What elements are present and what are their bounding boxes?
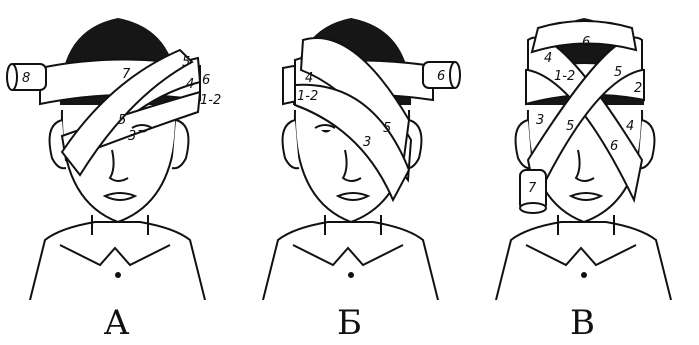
turn-number: 5 — [383, 121, 391, 136]
turn-number: 5 — [614, 65, 622, 80]
turn-number: 5 — [118, 113, 126, 128]
panel-label: А — [0, 303, 233, 343]
turn-number: 1-2 — [554, 69, 575, 84]
turn-number: 4 — [544, 51, 552, 66]
turn-number: 4 — [186, 77, 194, 92]
panel-label: В — [466, 303, 699, 343]
turn-number: 4 — [305, 71, 313, 86]
turn-number: 3 — [536, 113, 544, 128]
turn-number: 4 — [626, 119, 634, 134]
panel-c: 6 4 1-2 5 2 3 5 6 4 7 В — [466, 0, 699, 345]
panel-a: 8 7 5 4 6 1-2 5 3 А — [0, 0, 233, 345]
turn-number: 5 — [566, 119, 574, 134]
turn-number: 6 — [202, 73, 210, 88]
turn-number: 6 — [582, 35, 590, 50]
panel-label: Б — [233, 303, 466, 343]
panel-b: 4 1-2 6 5 3 Б — [233, 0, 466, 345]
turn-number: 1-2 — [200, 93, 221, 108]
turn-number: 7 — [122, 67, 131, 82]
turn-number: 5 — [182, 55, 190, 70]
head-b-illustration: 4 1-2 6 5 3 — [233, 0, 466, 300]
head-c-illustration: 6 4 1-2 5 2 3 5 6 4 7 — [466, 0, 699, 300]
head-a-illustration: 8 7 5 4 6 1-2 5 3 — [0, 0, 233, 300]
turn-number: 1-2 — [297, 89, 318, 104]
turn-number: 7 — [528, 181, 537, 196]
turn-number: 2 — [634, 81, 642, 96]
turn-number: 3 — [363, 135, 371, 150]
turn-number: 3 — [128, 129, 136, 144]
turn-number: 6 — [610, 139, 618, 154]
turn-number: 6 — [437, 69, 445, 84]
turn-number: 8 — [22, 71, 30, 86]
